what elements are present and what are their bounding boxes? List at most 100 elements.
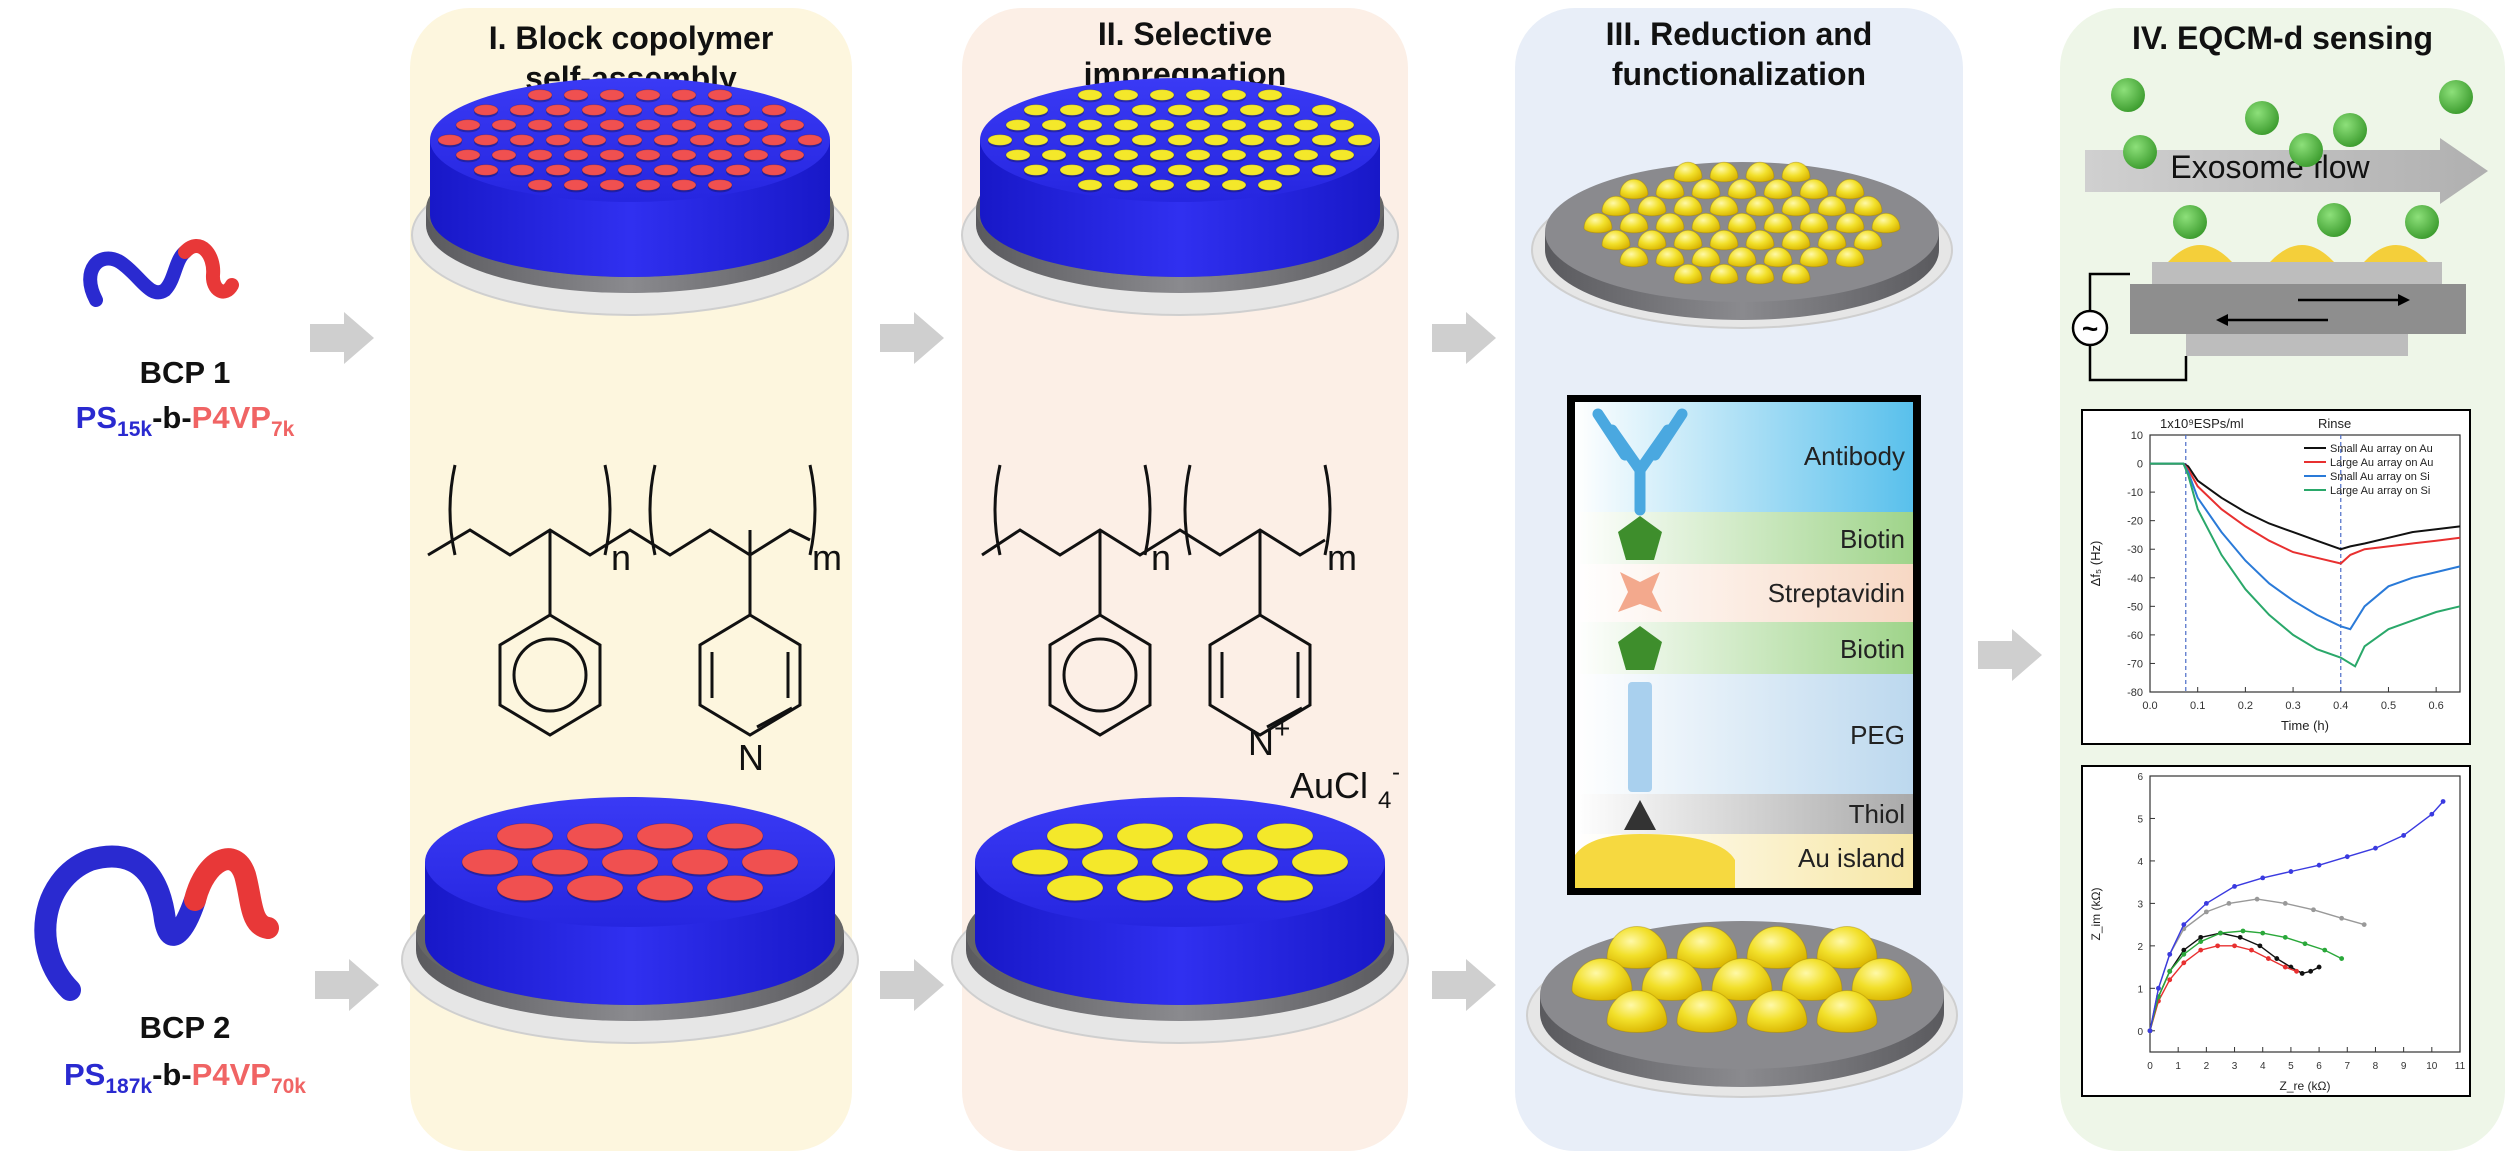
series-line-5 xyxy=(2149,801,2444,1031)
panel-4-title: IV. EQCM-d sensing xyxy=(2131,20,2434,56)
data-point xyxy=(2429,811,2435,817)
bcp1-chain xyxy=(83,239,239,307)
p4vp-domain xyxy=(509,134,535,146)
process-arrow-3 xyxy=(1432,312,1496,364)
y-tick-label: -20 xyxy=(2127,516,2143,528)
gold-precursor-domain xyxy=(1311,134,1337,146)
p4vp-domain xyxy=(581,134,607,146)
gold-precursor-domain xyxy=(1077,89,1103,101)
p4vp-domain xyxy=(689,164,715,176)
data-point xyxy=(2339,915,2345,921)
p4vp-domain xyxy=(706,822,764,850)
p4vp-domain xyxy=(491,119,517,131)
gold-precursor-domain xyxy=(1185,119,1211,131)
gold-island xyxy=(1727,178,1757,200)
p4vp-domain xyxy=(725,164,751,176)
gold-precursor-domain xyxy=(1116,822,1174,850)
gold-island xyxy=(1745,161,1775,183)
p4vp-domain xyxy=(725,134,751,146)
bcp2-chain xyxy=(34,845,279,1001)
gold-island-array-large xyxy=(1526,921,1958,1098)
gold-island xyxy=(1727,246,1757,268)
p4vp-domain xyxy=(725,104,751,116)
p4vp-domain xyxy=(581,164,607,176)
bcp1-name: BCP 1 xyxy=(139,355,231,390)
data-point xyxy=(2282,934,2288,940)
y-tick-label: -10 xyxy=(2127,487,2143,499)
data-point xyxy=(2167,968,2173,974)
gold-precursor-domain xyxy=(1185,149,1211,161)
data-point xyxy=(2226,900,2232,906)
gold-island xyxy=(1691,246,1721,268)
gold-island xyxy=(1781,195,1811,217)
gold-precursor-domain xyxy=(1186,822,1244,850)
gold-precursor-domain xyxy=(1329,149,1355,161)
data-point xyxy=(2282,900,2288,906)
layer-label-antibody: Antibody xyxy=(1803,441,1905,471)
data-point xyxy=(2147,1028,2153,1034)
gold-island xyxy=(1871,212,1901,234)
thiol-icon xyxy=(1624,800,1656,830)
data-point xyxy=(2344,854,2350,860)
data-point xyxy=(2322,947,2328,953)
functional-layer-stack xyxy=(1567,395,1921,895)
gold-island xyxy=(1691,178,1721,200)
gold-island xyxy=(1601,195,1631,217)
gold-precursor-domain xyxy=(1239,104,1265,116)
gold-precursor-domain xyxy=(1221,119,1247,131)
biotin-icon-1 xyxy=(1618,516,1662,560)
gold-island xyxy=(1637,195,1667,217)
gold-island xyxy=(1835,178,1865,200)
layer-label-biotin-1: Biotin xyxy=(1839,524,1905,554)
data-point xyxy=(2254,896,2260,902)
p4vp-domain xyxy=(527,149,553,161)
x-tick-label: 1 xyxy=(2175,1061,2181,1072)
bcp2-name: BCP 2 xyxy=(139,1010,231,1045)
data-point xyxy=(2361,922,2367,928)
gold-island xyxy=(1763,178,1793,200)
gold-island xyxy=(1853,195,1883,217)
layer-label-au-island: Au island xyxy=(1798,843,1905,873)
gold-island xyxy=(1691,212,1721,234)
gold-precursor-domain xyxy=(1167,134,1193,146)
p4vp-domain xyxy=(473,104,499,116)
gold-island xyxy=(1763,212,1793,234)
p4vp-domain xyxy=(563,89,589,101)
data-point xyxy=(2257,943,2263,949)
gold-precursor-domain xyxy=(1275,164,1301,176)
exosome-icon xyxy=(2405,205,2439,239)
p4vp-domain xyxy=(527,89,553,101)
data-point xyxy=(2373,845,2378,851)
p4vp-domain xyxy=(509,104,535,116)
gold-precursor-domain xyxy=(1095,164,1121,176)
data-point xyxy=(2167,951,2173,957)
gold-island xyxy=(1606,990,1668,1033)
p4vp-domain xyxy=(509,164,535,176)
y-tick-label: -80 xyxy=(2127,687,2143,699)
gold-island xyxy=(1816,990,1878,1033)
p4vp-domain xyxy=(743,119,769,131)
gold-precursor-domain xyxy=(1046,822,1104,850)
x-tick-label: 10 xyxy=(2426,1061,2438,1072)
gold-precursor-domain xyxy=(1113,119,1139,131)
p4vp-domain xyxy=(617,134,643,146)
peg-icon xyxy=(1628,682,1652,792)
biotin-icon-2 xyxy=(1618,626,1662,670)
gold-precursor-domain xyxy=(1095,134,1121,146)
gold-precursor-domain xyxy=(1185,89,1211,101)
y-axis-label: Z_im (kΩ) xyxy=(2089,888,2103,941)
gold-precursor-domain xyxy=(1167,164,1193,176)
gold-island xyxy=(1601,229,1631,251)
p4vp-domain xyxy=(741,848,799,876)
gold-island xyxy=(1781,161,1811,183)
layer-label-streptavidin: Streptavidin xyxy=(1767,578,1905,608)
chart-frame xyxy=(2081,409,2471,745)
gold-island xyxy=(1676,990,1738,1033)
p4vp-domain xyxy=(671,119,697,131)
data-point xyxy=(2203,909,2209,915)
gold-island xyxy=(1709,229,1739,251)
layer-label-thiol: Thiol xyxy=(1848,799,1905,829)
gold-island xyxy=(1637,229,1667,251)
p4vp-domain xyxy=(653,164,679,176)
gold-precursor-domain xyxy=(1221,848,1279,876)
